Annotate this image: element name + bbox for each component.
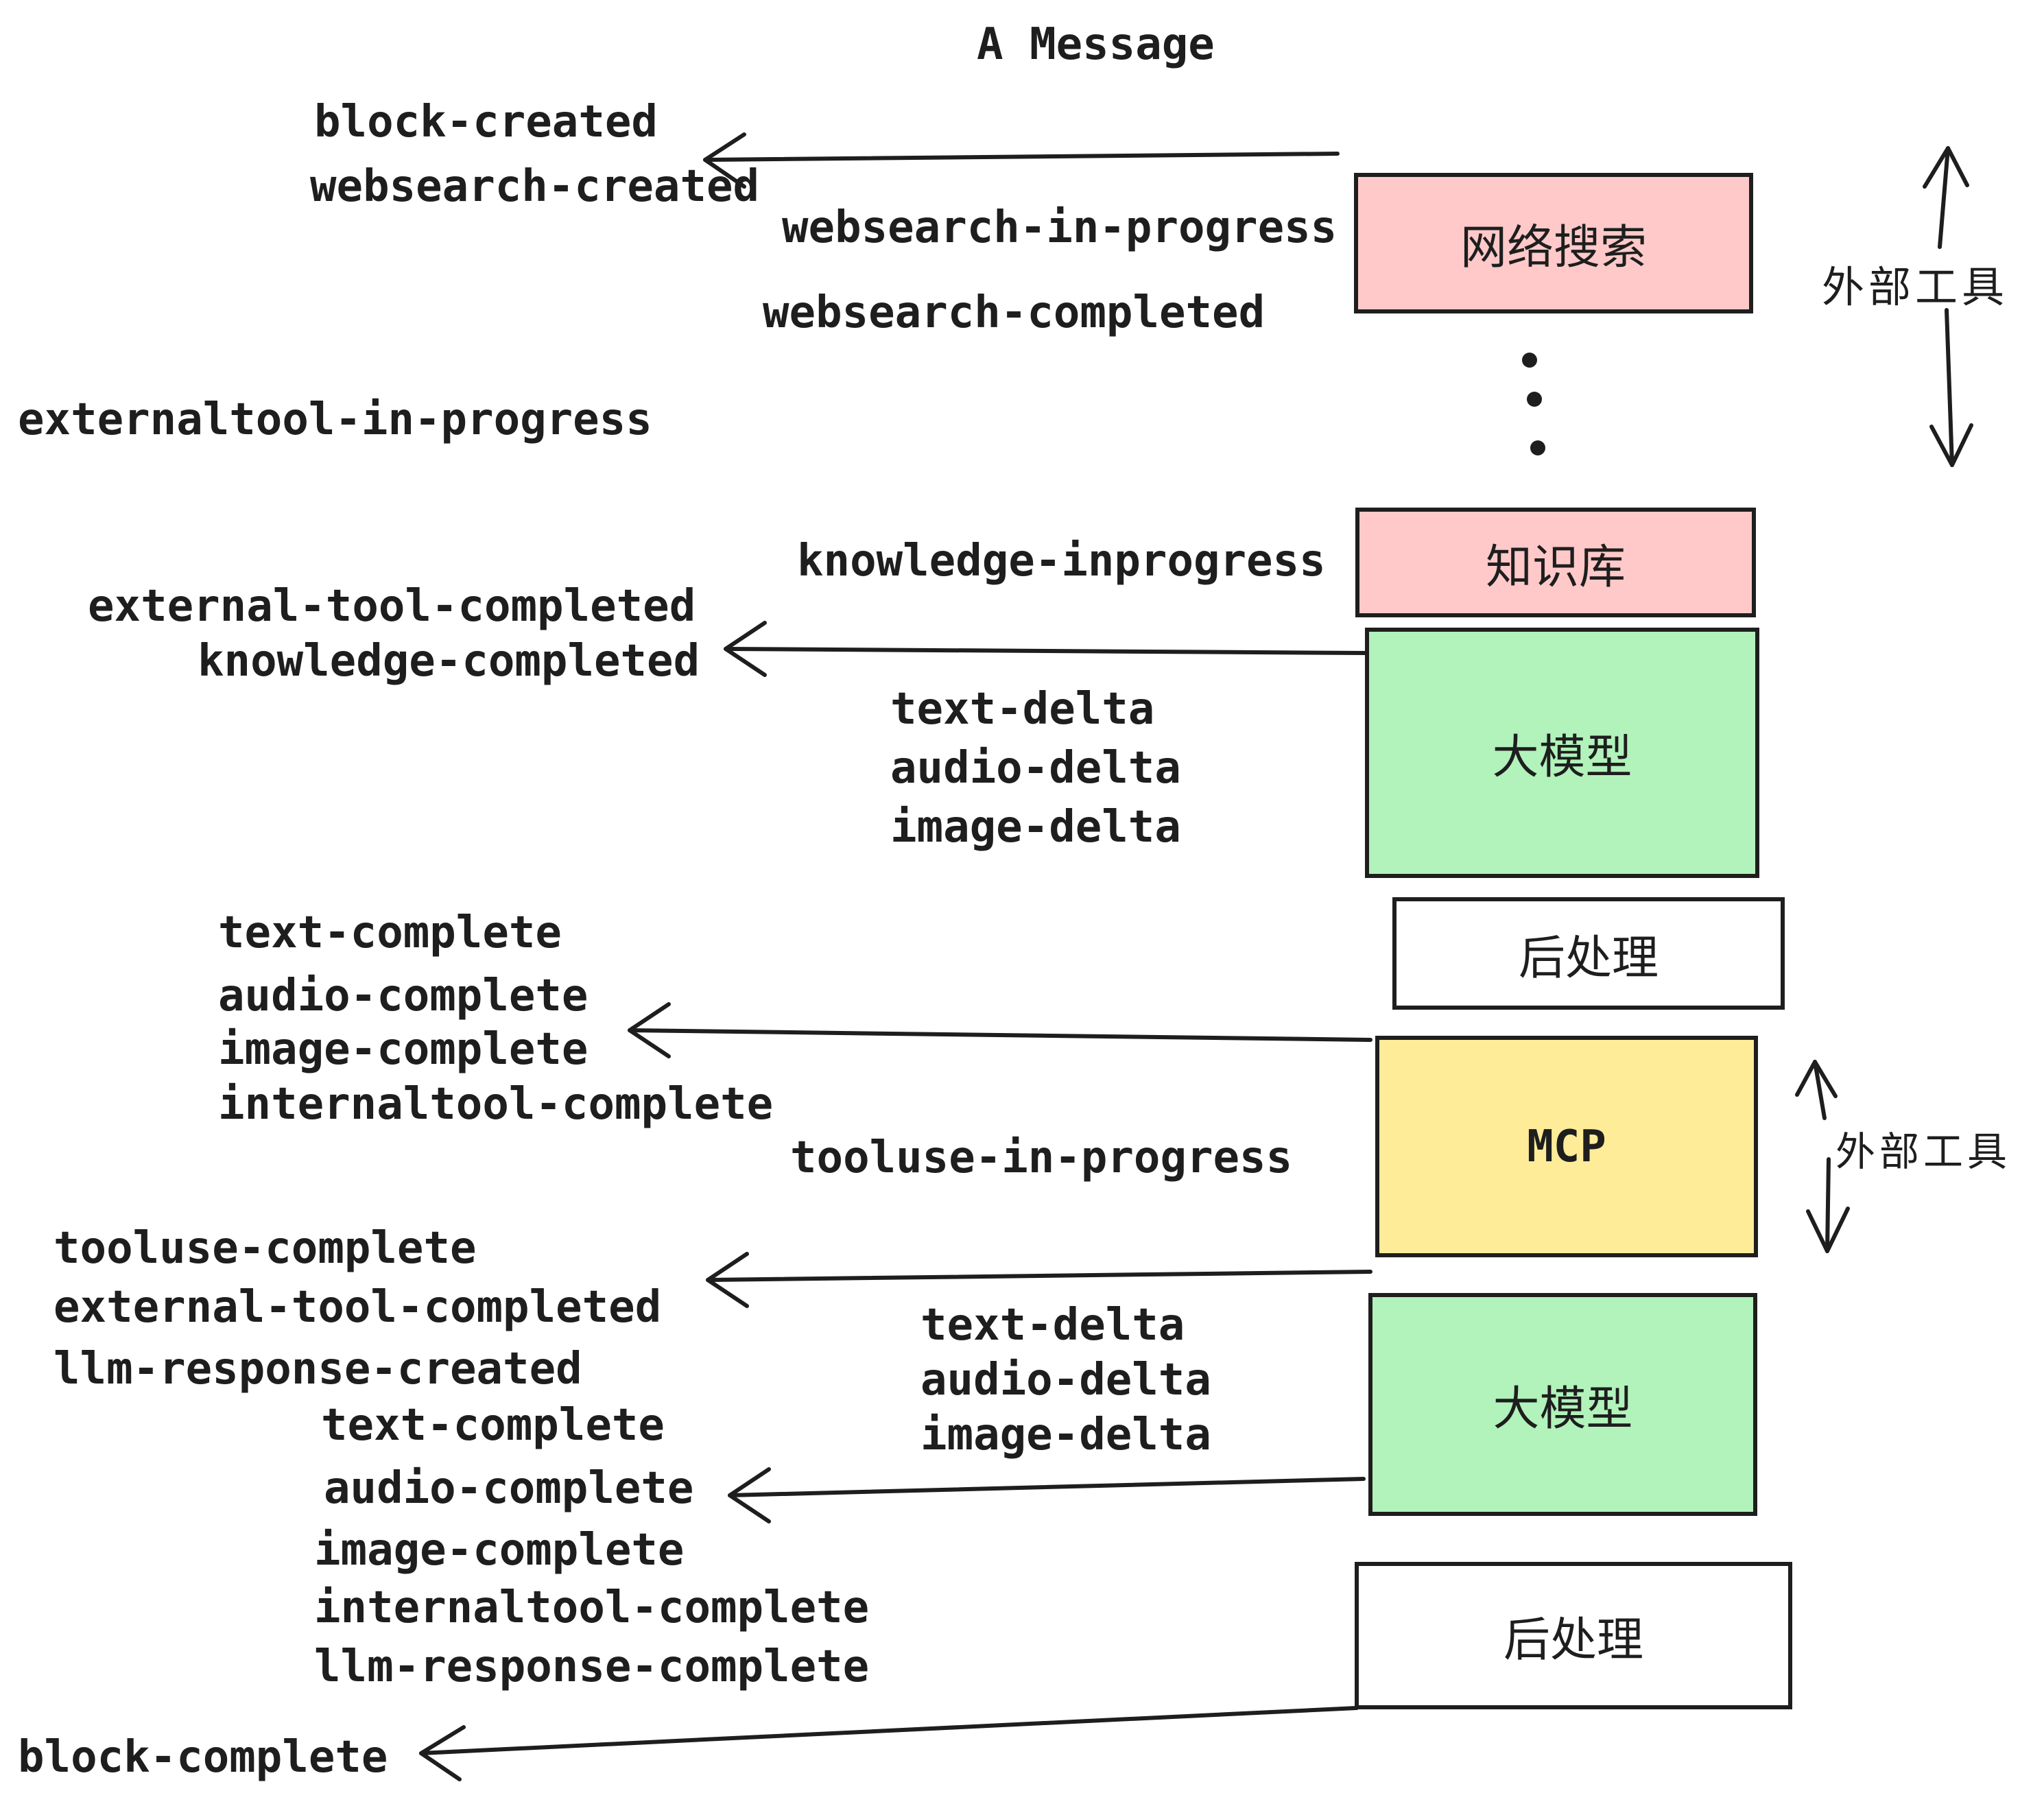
external-tools-annotation-2: 外部工具 — [1835, 1130, 2012, 1174]
event-knowledge-completed: knowledge-completed — [198, 636, 700, 687]
external-tools-annotation-1: 外部工具 — [1822, 264, 2009, 311]
node-postprocess-2-label: 后处理 — [1503, 1614, 1643, 1666]
event-knowledge-inprogress: knowledge-inprogress — [797, 536, 1326, 586]
event-audio-complete-1: audio-complete — [218, 971, 589, 1021]
event-internaltool-complete-1: internaltool-complete — [218, 1079, 774, 1130]
event-external-tool-completed-1: external-tool-completed — [88, 581, 696, 632]
external-tools-up-arrow-2 — [1795, 1060, 1838, 1120]
event-internaltool-complete-2: internaltool-complete — [314, 1582, 870, 1633]
event-image-delta-1: image-delta — [890, 802, 1181, 853]
event-external-tool-completed-2: external-tool-completed — [54, 1282, 662, 1333]
event-block-complete: block-complete — [18, 1732, 388, 1783]
arrow-block-created — [703, 132, 1340, 189]
event-text-delta-1: text-delta — [890, 684, 1155, 735]
event-image-delta-2: image-delta — [920, 1410, 1211, 1460]
node-llm-1: 大模型 — [1365, 628, 1759, 878]
event-block-created: block-created — [314, 97, 658, 147]
node-llm-1-label: 大模型 — [1492, 731, 1632, 783]
node-postprocess-1: 后处理 — [1392, 897, 1785, 1010]
arrow-knowledge-completed — [724, 621, 1367, 677]
event-tooluse-in-progress: tooluse-in-progress — [790, 1132, 1293, 1183]
diagram-title: A Message — [977, 19, 1215, 70]
event-websearch-created: websearch-created — [310, 161, 760, 212]
node-llm-2: 大模型 — [1368, 1293, 1757, 1516]
node-knowledge-label: 知识库 — [1485, 541, 1626, 593]
event-externaltool-in-progress: externaltool-in-progress — [18, 394, 652, 445]
event-audio-delta-2: audio-delta — [920, 1355, 1211, 1405]
event-audio-delta-1: audio-delta — [890, 743, 1181, 794]
event-llm-response-created: llm-response-created — [54, 1344, 582, 1394]
node-mcp-label: MCP — [1527, 1121, 1606, 1172]
event-websearch-completed: websearch-completed — [763, 287, 1265, 338]
external-tools-down-arrow-1 — [1929, 308, 1973, 467]
node-postprocess-1-label: 后处理 — [1518, 931, 1659, 984]
event-image-complete-2: image-complete — [314, 1525, 685, 1576]
node-websearch: 网络搜索 — [1354, 173, 1753, 313]
event-text-complete-2: text-complete — [321, 1400, 665, 1451]
event-text-delta-2: text-delta — [920, 1300, 1185, 1351]
event-websearch-in-progress: websearch-in-progress — [782, 202, 1338, 253]
event-image-complete-1: image-complete — [218, 1024, 589, 1075]
node-mcp: MCP — [1375, 1036, 1758, 1257]
node-postprocess-2: 后处理 — [1355, 1562, 1792, 1709]
external-tools-up-arrow-1 — [1923, 146, 1969, 249]
event-tooluse-complete: tooluse-complete — [54, 1223, 477, 1274]
arrow-llm-complete — [728, 1467, 1366, 1523]
node-websearch-label: 网络搜索 — [1460, 222, 1647, 274]
event-audio-complete-2: audio-complete — [324, 1463, 694, 1514]
arrow-block-complete — [419, 1706, 1359, 1781]
event-text-complete-1: text-complete — [218, 907, 562, 958]
ellipsis-dots — [1522, 353, 1545, 455]
event-llm-response-complete: llm-response-complete — [314, 1641, 870, 1692]
arrow-tooluse-complete — [706, 1252, 1372, 1308]
node-llm-2-label: 大模型 — [1493, 1383, 1633, 1435]
arrow-internal-complete — [628, 1002, 1372, 1058]
node-knowledge: 知识库 — [1355, 508, 1756, 617]
